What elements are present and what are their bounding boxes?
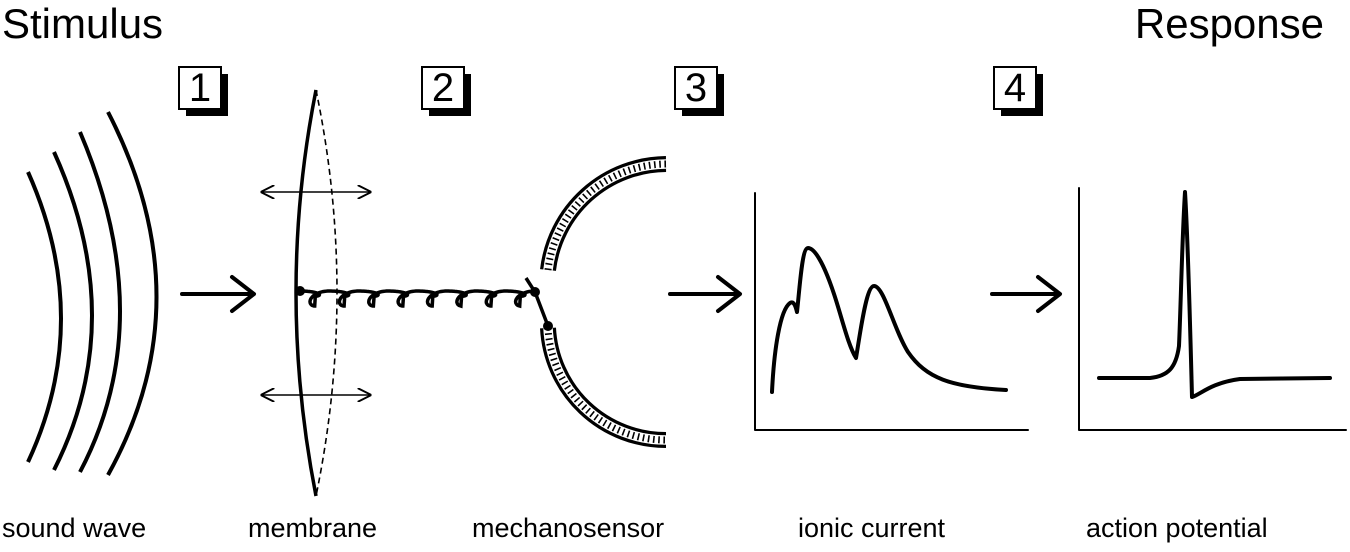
mechanosensor-graphic [295, 156, 667, 449]
step-4-number: 4 [993, 66, 1037, 110]
response-title: Response [1134, 0, 1324, 47]
flow-arrow-1 [180, 275, 256, 313]
label-mechanosensor: mechanosensor [472, 513, 665, 543]
step-2-number: 2 [421, 66, 465, 110]
step-1-number: 1 [178, 66, 222, 110]
step-3-number: 3 [674, 66, 718, 110]
flow-arrow-3 [990, 275, 1062, 313]
spring-coil [300, 289, 535, 309]
label-sound-wave: sound wave [2, 513, 147, 543]
step-3-badge: 3 [674, 66, 724, 116]
flow-arrow-2 [668, 275, 742, 313]
sound-wave-graphic [26, 111, 159, 476]
step-4-badge: 4 [993, 66, 1043, 116]
step-1-badge: 1 [178, 66, 228, 116]
stimulus-title: Stimulus [2, 0, 164, 47]
label-membrane: membrane [248, 513, 378, 543]
ionic-current-plot [754, 192, 1029, 431]
action-potential-plot [1078, 187, 1347, 431]
label-ionic-current: ionic current [798, 513, 946, 543]
step-2-badge: 2 [421, 66, 471, 116]
label-action-potential: action potential [1086, 513, 1268, 543]
